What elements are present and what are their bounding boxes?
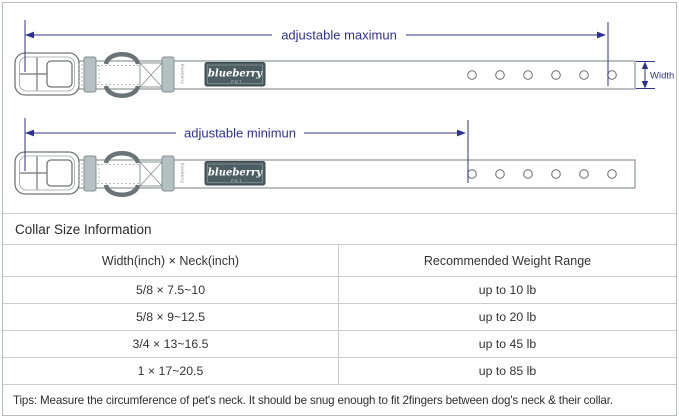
adjustable-minimum-dimension: adjustable minimun: [24, 118, 469, 183]
size-cell: 5/8 × 7.5~10: [3, 277, 339, 303]
arrowhead-right-icon: [597, 31, 606, 39]
table-row: 1 × 17~20.5 up to 85 lb: [3, 358, 676, 385]
table-row: 5/8 × 7.5~10 up to 10 lb: [3, 277, 676, 304]
stitch-box-icon: [139, 62, 163, 88]
adjustable-maximum-dimension: adjustable maximun: [24, 20, 609, 86]
d-ring-icon: [103, 85, 141, 98]
collar-illustration-2: [15, 152, 635, 195]
weight-cell: up to 45 lb: [478, 337, 537, 351]
size-cell: 5/8 × 9~12.5: [3, 304, 339, 330]
tips-text: Tips: Measure the circumference of pet's…: [13, 393, 613, 407]
weight-cell: up to 85 lb: [478, 364, 537, 378]
size-info-title: Collar Size Information: [3, 213, 676, 245]
buckle-icon: [14, 52, 80, 96]
column-header-size: Width(inch) × Neck(inch): [3, 245, 339, 276]
adjustment-holes: [467, 70, 617, 80]
width-label: Width: [650, 71, 674, 82]
adjustable-minimum-label: adjustable minimun: [184, 126, 296, 141]
adjustable-maximum-label: adjustable maximun: [281, 28, 397, 43]
side-tag-label: blueberry: [180, 64, 185, 85]
brand-logo: blueberry PET: [204, 62, 266, 87]
collar-keeper: [161, 56, 175, 93]
arrowhead-left-icon: [25, 31, 34, 39]
weight-cell: up to 10 lb: [478, 283, 537, 297]
collar-diagram: blueberry blueberry PET: [3, 20, 674, 213]
d-ring-icon: [103, 52, 141, 65]
brand-name-label: blueberry: [208, 69, 263, 80]
arrowhead-left-icon: [25, 129, 34, 137]
size-cell: 1 × 17~20.5: [3, 358, 339, 384]
column-header-weight: Recommended Weight Range: [423, 253, 592, 268]
arrowhead-right-icon: [457, 129, 466, 137]
collar-illustration: blueberry blueberry PET: [14, 52, 636, 98]
collar-keeper: [83, 56, 97, 93]
width-dimension: Width: [636, 61, 674, 89]
arrowhead-down-icon: [641, 81, 649, 89]
table-header-row: Width(inch) × Neck(inch) Recommended Wei…: [3, 245, 676, 277]
table-row: 3/4 × 13~16.5 up to 45 lb: [3, 331, 676, 358]
brand-sub-label: PET: [231, 79, 242, 84]
table-row: 5/8 × 9~12.5 up to 20 lb: [3, 304, 676, 331]
arrowhead-up-icon: [641, 61, 649, 69]
size-cell: 3/4 × 13~16.5: [3, 331, 339, 357]
weight-cell: up to 20 lb: [478, 310, 537, 324]
